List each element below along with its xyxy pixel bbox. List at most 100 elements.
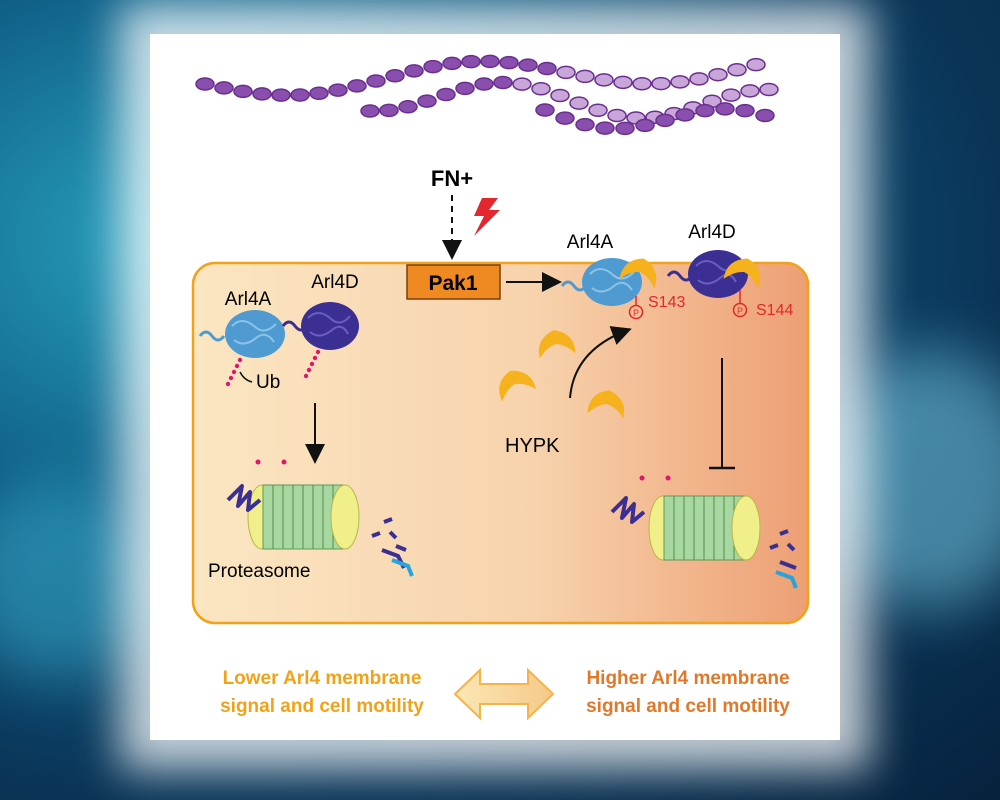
fiber-bead xyxy=(512,77,532,91)
fiber-bead xyxy=(735,103,755,118)
fiber-bead xyxy=(233,84,253,99)
fiber-bead xyxy=(569,96,589,110)
right-outcome-line1: Higher Arl4 membrane xyxy=(586,668,789,689)
ubiquitin-dot xyxy=(303,373,309,379)
fiber-bead xyxy=(615,121,635,136)
fiber-bead xyxy=(607,108,627,123)
fiber-bead xyxy=(417,94,437,108)
ubiquitin-dot xyxy=(231,369,237,375)
proteasome-left xyxy=(247,484,360,550)
fiber-bead xyxy=(594,73,614,87)
fiber-bead xyxy=(442,56,462,71)
fiber-bead xyxy=(360,104,380,118)
fiber-bead xyxy=(759,82,779,97)
fiber-bead xyxy=(214,81,234,95)
ubiquitin-dot xyxy=(225,381,231,387)
fiber-bead xyxy=(575,117,595,132)
fiber-bead xyxy=(436,87,456,102)
arl4a-protein-left xyxy=(225,310,285,358)
proteasome-label: Proteasome xyxy=(208,561,310,582)
fiber-bead xyxy=(550,88,570,103)
arl4d-protein-left xyxy=(301,302,359,350)
fiber-bead xyxy=(695,103,715,118)
fiber-bead xyxy=(708,67,728,82)
fiber-bead xyxy=(613,75,633,90)
fiber-bead xyxy=(721,88,741,102)
ubiquitin-dot xyxy=(228,375,234,381)
fiber-bead xyxy=(518,58,538,72)
fiber-bead xyxy=(588,103,608,118)
fiber-bead xyxy=(290,88,310,102)
arl4a-label-left: Arl4A xyxy=(225,289,272,310)
fiber-bead xyxy=(746,57,766,72)
fiber-bead xyxy=(423,59,443,74)
pak1-box xyxy=(406,264,501,300)
ubiquitin-dot xyxy=(237,357,243,363)
fiber-bead xyxy=(379,103,399,118)
fiber-bead xyxy=(537,61,557,76)
fiber-bead xyxy=(670,75,690,89)
fiber-bead xyxy=(531,82,551,96)
ub-pointer xyxy=(239,371,253,383)
site-s143-label: S143 xyxy=(648,294,685,311)
arl4d-protein-right xyxy=(688,250,748,298)
fiber-bead xyxy=(480,54,500,69)
fiber-bead xyxy=(398,100,418,114)
proteasome-right xyxy=(648,495,761,561)
fiber-bead xyxy=(675,108,695,122)
stimulus-label: FN+ xyxy=(431,166,473,191)
ubiquitin-dot xyxy=(309,361,315,367)
phospho-site-a xyxy=(628,304,644,320)
fiber-bead xyxy=(635,118,655,133)
fiber-bead xyxy=(195,77,215,91)
fiber-bead xyxy=(404,64,424,78)
fiber-bead xyxy=(595,121,615,135)
phospho-site-d xyxy=(732,302,748,318)
bg-glow xyxy=(0,480,160,680)
fiber-bead xyxy=(366,74,386,88)
fiber-bead xyxy=(689,72,709,86)
ubiquitin-dot xyxy=(315,349,321,355)
fiber-bead xyxy=(740,84,760,98)
arl4d-label-right: Arl4D xyxy=(688,222,736,243)
fiber-bead xyxy=(474,77,494,91)
hypk-label: HYPK xyxy=(505,435,560,457)
fibronectin-fiber xyxy=(195,54,779,136)
lightning-icon xyxy=(474,198,500,236)
fiber-bead xyxy=(271,88,291,102)
fiber-bead xyxy=(461,54,481,69)
ub-label: Ub xyxy=(256,372,280,393)
left-outcome-line1: Lower Arl4 membrane xyxy=(223,668,422,689)
double-arrow-icon xyxy=(453,667,555,721)
svg-text:P: P xyxy=(633,308,639,318)
fiber-bead xyxy=(455,81,475,96)
fiber-bead xyxy=(575,69,595,84)
arl4d-label-left: Arl4D xyxy=(311,272,359,293)
left-outcome-line2: signal and cell motility xyxy=(220,696,424,717)
fiber-bead xyxy=(309,86,329,100)
fiber-bead xyxy=(632,76,652,91)
fiber-bead xyxy=(385,69,405,83)
ubiquitin-chains xyxy=(225,349,321,387)
ubiquitin-dot xyxy=(306,367,312,373)
ubiquitin-dot xyxy=(312,355,318,361)
ubiquitin-dot xyxy=(234,363,240,369)
pak1-label: Pak1 xyxy=(428,272,477,295)
fiber-bead xyxy=(499,55,519,70)
bg-glow xyxy=(820,350,1000,610)
hypk-binding-arrow xyxy=(569,326,632,399)
site-s144-label: S144 xyxy=(756,302,793,319)
fiber-bead xyxy=(556,65,576,80)
arl4a-label-right: Arl4A xyxy=(567,232,614,253)
fiber-bead xyxy=(651,76,671,91)
fiber-bead xyxy=(328,83,348,97)
fiber-bead xyxy=(755,108,775,123)
fiber-bead xyxy=(727,63,747,77)
fiber-bead xyxy=(347,79,367,93)
fiber-bead xyxy=(493,75,513,90)
fiber-bead xyxy=(715,102,735,116)
unfolded-protein-right xyxy=(610,496,646,524)
svg-text:P: P xyxy=(737,306,743,316)
fiber-bead xyxy=(252,87,272,101)
